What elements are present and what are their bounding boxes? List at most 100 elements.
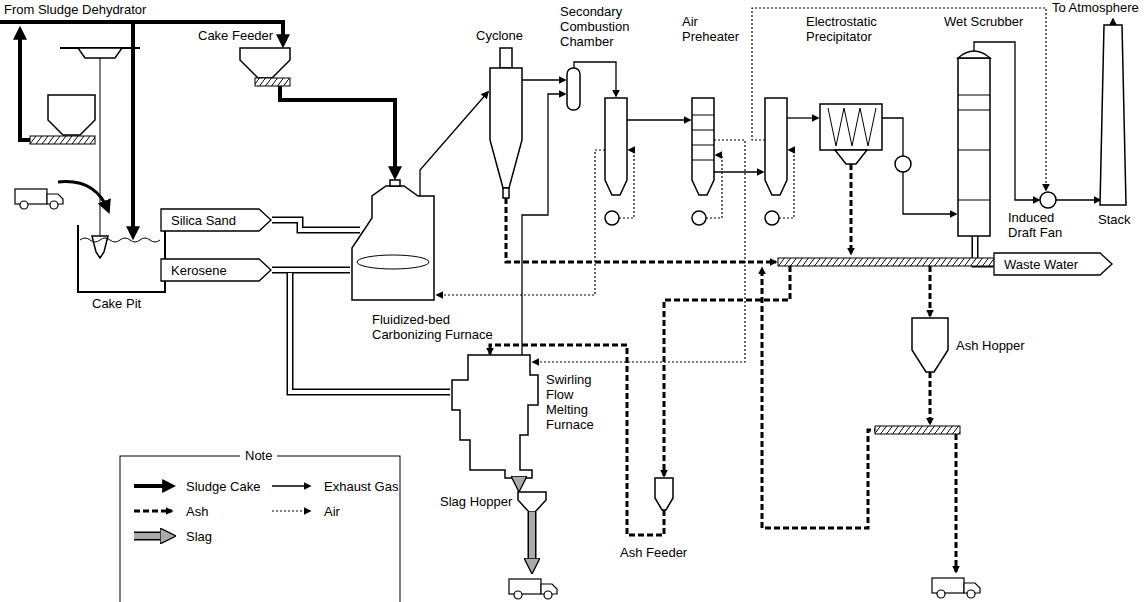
input-arrow-box: Kerosene [160,258,272,282]
legend-text: Ash [186,504,208,519]
slag-hopper [518,492,546,512]
legend-line [134,532,168,541]
ash-line [929,266,932,316]
ash-hopper [912,318,948,372]
cake-feeder-hopper [240,48,290,78]
legend-item: Air [270,503,340,519]
silica-pipe [272,220,360,230]
cake-pit [78,225,165,292]
air-line [437,150,605,295]
cyclone-discharge [503,188,509,198]
ash-feeder [655,478,673,510]
equipment-label: Ash Feeder [620,545,687,560]
legend-text: Exhaust Gas [324,479,398,494]
preheater-tubes [692,115,714,160]
precipitator-electrodes [828,108,876,146]
slag-line [516,478,522,484]
arrow-box-shape [994,253,1112,275]
feeder-conveyor [30,136,95,144]
legend-line [272,510,310,511]
legend-line [134,484,172,488]
equipment-label: From Sludge Dehydrator [4,2,146,17]
air-line [619,150,634,218]
legend-line [134,533,168,539]
air-line [752,8,1046,190]
slag-line [515,478,524,484]
legend-sample [132,503,178,519]
exhaust-line [1056,199,1100,200]
receiving-hopper [48,95,95,135]
equipment-label: Ash Hopper [956,338,1025,353]
ash-conveyor [875,426,960,434]
legend-box [120,456,400,602]
ash-line [762,268,880,528]
truck-icon [509,579,557,599]
legend-line [134,510,172,513]
ash-conveyor [778,258,998,266]
crane-trolley [78,48,122,58]
legend-text: Air [324,504,340,519]
sludge-line [20,30,30,140]
air-preheater [692,98,714,195]
equipment-label: Slag Hopper [440,494,512,509]
crane-cable [100,58,101,236]
truck-icon [932,578,980,598]
exhaust-line [714,171,763,172]
legend-item: Exhaust Gas [270,478,398,494]
exhaust-line [882,118,903,156]
blower-fan [605,211,619,225]
arrow-box-shape [161,209,271,231]
precipitator-hopper [835,150,867,164]
legend-sample [132,528,178,544]
exhaust-line [522,94,565,355]
legend-line [272,485,310,486]
legend-sample [132,478,178,494]
arrow-box-shape [161,259,271,281]
silica-pipe [272,220,360,230]
cyclone-outlet [500,48,512,68]
ash-line [506,198,776,262]
stack [1100,25,1126,205]
fluidized-bed [357,255,429,269]
equipment-label: Wet Scrubber [944,14,1023,29]
carbonizing-furnace [352,186,434,300]
equipment-label: Cake Feeder [198,28,273,43]
exhaust-line [574,62,616,96]
equipment-label: Air Preheater [682,14,744,44]
pit-surface [80,238,160,242]
scrubber-dome [958,51,990,58]
slag-line [529,512,535,566]
legend-heading: Note [240,448,277,463]
air-line [706,155,722,218]
blower-fan [765,211,779,225]
exhaust-line [522,79,565,80]
exhaust-line [974,42,1039,200]
legend-text: Sludge Cake [186,479,260,494]
legend-text: Slag [186,529,212,544]
legend-item: Ash [132,503,208,519]
ash-line [664,266,790,476]
crane-grab [92,236,108,258]
gas-cooler [895,156,911,172]
furnace-inlet [390,180,400,186]
input-arrow-box: Waste Water [993,252,1113,276]
ash-line [929,372,932,424]
sludge-line [131,22,135,236]
sludge-line [0,22,283,44]
air-line [779,150,794,218]
secondary-combustion-chamber [567,68,580,110]
equipment-label: Electrostatic Precipitator [806,14,898,44]
heat-exchanger [765,98,787,195]
exhaust-line [787,117,818,118]
legend-item: Slag [132,528,212,544]
box-text: Kerosene [160,263,227,278]
legend-sample [270,503,316,519]
equipment-label: Induced Draft Fan [1008,210,1070,240]
truck-icon [15,189,63,209]
ash-line [850,164,853,254]
equipment-label: Swirling Flow Melting Furnace [546,372,606,432]
slag-line [528,512,537,566]
exhaust-line [1112,19,1113,25]
equipment-label: Fluidized-bed Carbonizing Furnace [372,312,502,342]
